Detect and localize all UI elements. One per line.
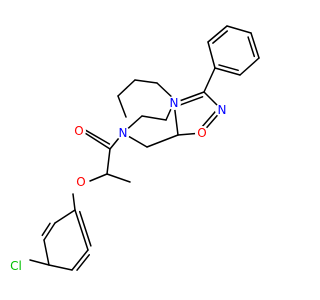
bond-line: [106, 148, 111, 175]
bond-line: [239, 57, 260, 76]
double-bond-line: [218, 64, 239, 72]
bond-line: [48, 264, 73, 271]
bond-line: [214, 67, 241, 76]
atom-label-n-oxadiazole-4: N: [170, 96, 179, 110]
atom-label-n-oxadiazole-2: N: [218, 103, 227, 117]
atom-label-o-oxadiazole-1: O: [197, 126, 206, 140]
bond-line: [117, 79, 136, 97]
bond-line: [207, 41, 216, 69]
atom-label-chlorine: Cl: [10, 259, 22, 273]
bond-line: [141, 115, 167, 121]
bond-line: [54, 209, 76, 224]
bond-line: [203, 67, 216, 93]
double-bond-line: [78, 210, 92, 247]
atom-o-carbonyl: O: [72, 124, 86, 138]
bond-line: [250, 32, 260, 59]
bond-lines: [29, 25, 260, 271]
bond-line: [71, 249, 89, 271]
atom-labels: N O O N N O Cl: [7, 96, 229, 275]
bond-line: [84, 132, 111, 150]
bond-line: [207, 25, 228, 43]
atom-o-ether: O: [74, 175, 88, 189]
atom-o-oxadiazole-1: O: [195, 126, 209, 140]
atom-chlorine: Cl: [7, 257, 25, 275]
atom-label-o-carbonyl: O: [74, 124, 83, 138]
bond-line: [43, 222, 56, 241]
bond-line: [72, 193, 76, 211]
bond-line: [134, 79, 158, 84]
double-bond-line: [177, 96, 204, 107]
double-bond-line: [82, 128, 111, 145]
bond-line: [89, 173, 108, 182]
bond-line: [146, 134, 179, 148]
double-bond-line: [41, 222, 51, 237]
double-bond-line: [247, 36, 256, 58]
double-bond-line: [76, 254, 90, 271]
atom-n-oxadiazole-4: N: [167, 96, 181, 110]
bond-line: [29, 259, 50, 266]
atom-n-amide: N: [116, 126, 130, 140]
bond-line: [117, 95, 127, 118]
molecule-structure: N O O N N O Cl: [7, 25, 260, 275]
bond-line: [106, 173, 131, 183]
atom-n-oxadiazole-2: N: [215, 103, 229, 117]
bond-line: [226, 25, 252, 34]
atom-label-o-ether: O: [76, 175, 85, 189]
atom-label-n-amide: N: [119, 126, 128, 140]
double-bond-line: [212, 30, 229, 44]
bond-line: [74, 209, 89, 251]
double-bond-line: [200, 108, 218, 129]
bond-line: [43, 239, 50, 266]
